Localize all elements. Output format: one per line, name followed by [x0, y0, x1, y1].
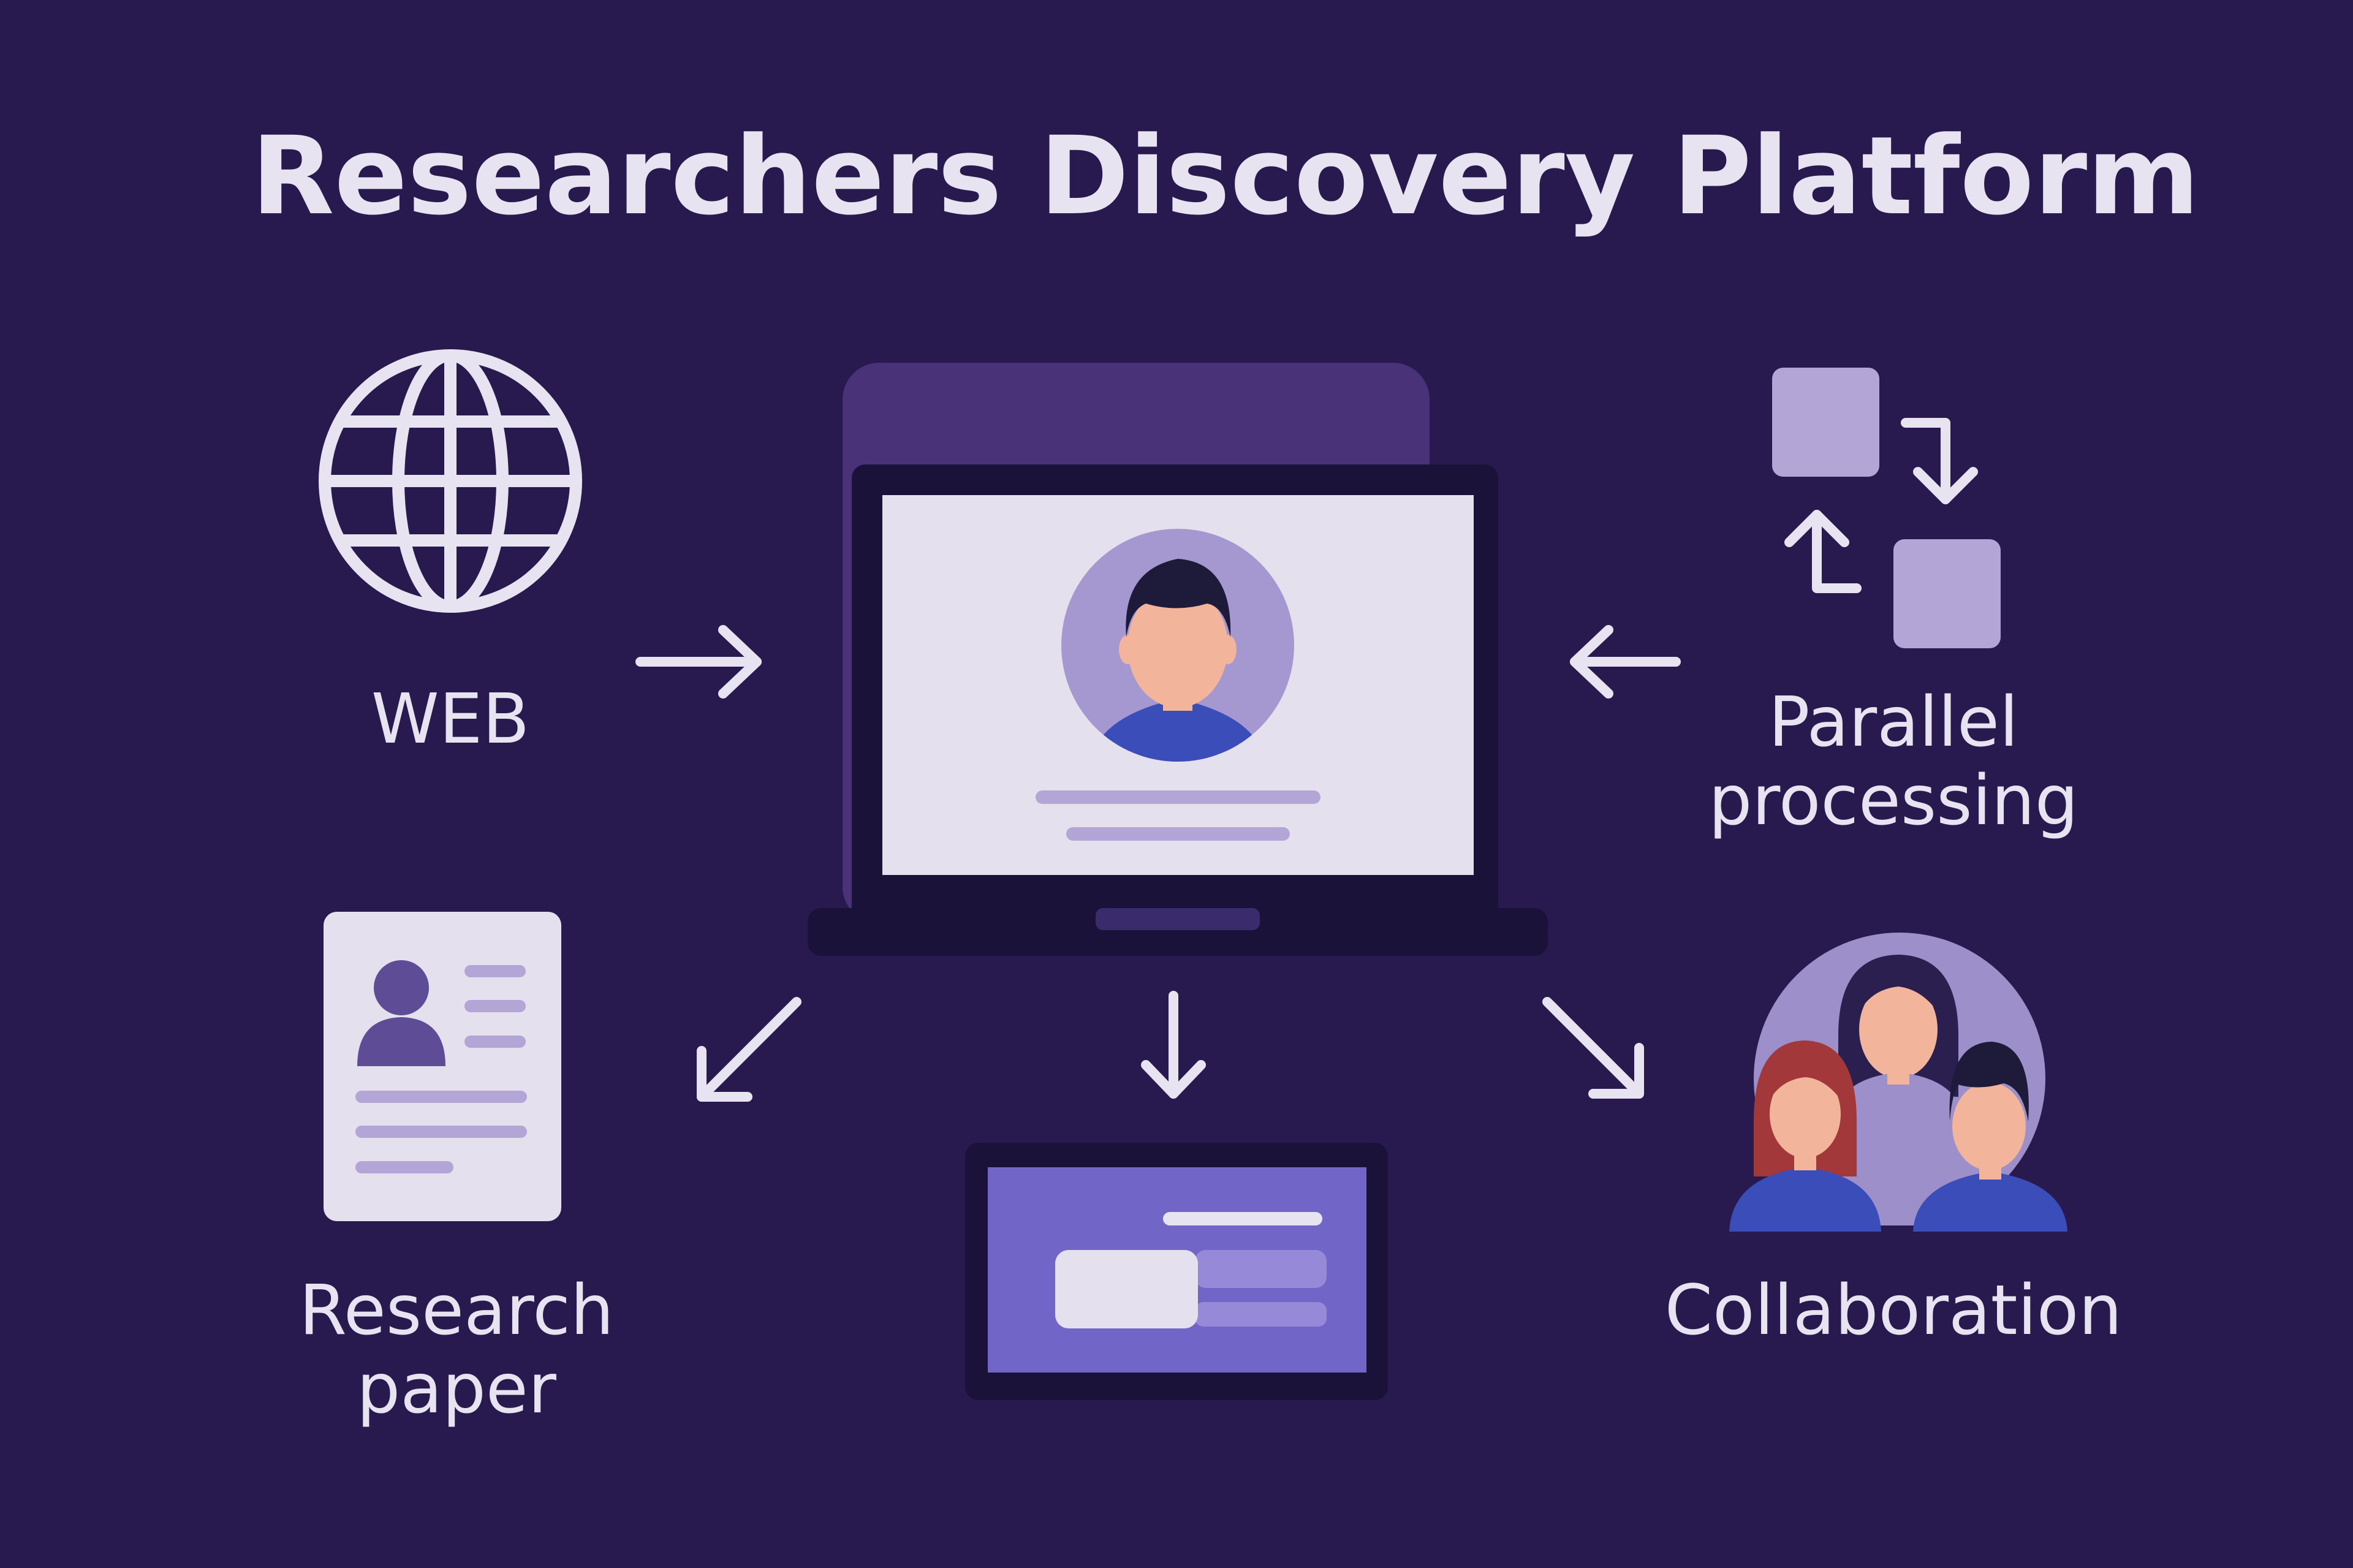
research-label-line2: paper [357, 1349, 556, 1429]
arrow-right-icon [635, 625, 762, 699]
collaboration-group-icon [1729, 933, 2067, 1232]
globe-icon [319, 349, 582, 613]
arrow-down-left-icon [697, 997, 801, 1102]
node-label-research-paper: Research paper [257, 1271, 656, 1428]
research-paper-icon [324, 912, 561, 1221]
results-card-icon [965, 1143, 1388, 1400]
parallel-label-line2: processing [1708, 761, 2078, 841]
collaboration-label: Collaboration [1664, 1271, 2123, 1350]
web-label: WEB [371, 680, 530, 759]
node-label-web: WEB [343, 680, 558, 759]
node-label-collaboration: Collaboration [1618, 1271, 2169, 1350]
laptop-icon [808, 363, 1548, 956]
parallel-label-line1: Parallel [1768, 683, 2019, 762]
parallel-processing-icon [1772, 368, 2001, 648]
research-label-line1: Research [299, 1271, 614, 1350]
page-title: Researchers Discovery Platform [251, 113, 2200, 239]
profile-avatar [1061, 529, 1294, 762]
node-label-parallel-processing: Parallel processing [1679, 683, 2108, 840]
arrow-down-right-icon [1542, 997, 1644, 1099]
arrow-left-icon [1570, 625, 1681, 699]
arrow-down-icon [1141, 991, 1206, 1099]
